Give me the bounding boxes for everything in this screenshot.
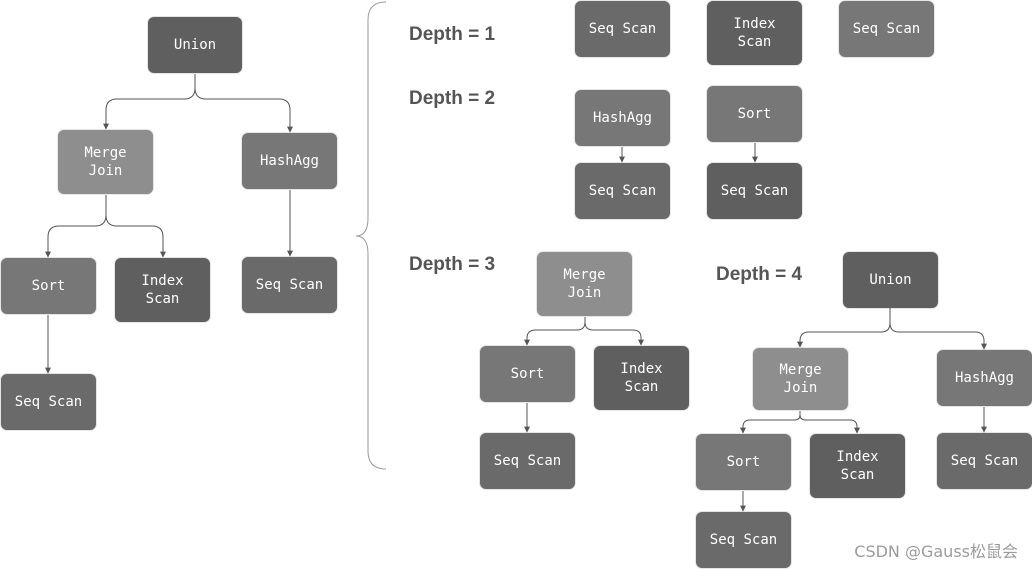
d2-hashagg-seq-scan: Seq Scan [575, 163, 670, 219]
d4-hashagg: HashAgg [937, 350, 1032, 406]
depth-3-label: Depth = 3 [409, 254, 496, 275]
edge-d4-merge-join-to-index-scan [799, 414, 860, 434]
d4-merge-join: Merge Join [753, 348, 848, 410]
node-hashagg-seq-scan: Seq Scan [242, 257, 337, 313]
d1-index-scan: Index Scan [707, 1, 802, 65]
edge-d4-union-to-hashagg [889, 322, 987, 350]
d4-union: Union [843, 252, 938, 308]
node-index-scan: Index Scan [115, 258, 210, 322]
node-merge-join: Merge Join [58, 130, 153, 194]
d4-index-scan: Index Scan [810, 434, 905, 498]
edge-d4-merge-join-to-sort [740, 411, 801, 434]
depth-2-label: Depth = 2 [409, 88, 496, 109]
d3-sort: Sort [480, 346, 575, 402]
edge-union-to-merge-join [103, 74, 196, 130]
d2-hashagg: HashAgg [575, 90, 670, 146]
d2-sort-seq-scan: Seq Scan [707, 163, 802, 219]
watermark: CSDN @Gauss松鼠会 [854, 542, 1018, 561]
edge-union-to-hashagg [194, 87, 293, 133]
d4-sort: Sort [696, 434, 791, 490]
d4-hashagg-seq-scan: Seq Scan [937, 433, 1032, 489]
d4-sort-seq-scan: Seq Scan [696, 512, 791, 568]
edge-d4-union-to-merge-join [797, 308, 891, 348]
node-union: Union [148, 17, 242, 73]
d3-sort-seq-scan: Seq Scan [480, 433, 575, 489]
d1-seq-scan-a: Seq Scan [575, 1, 670, 57]
edge-d3-merge-join-to-index-scan [584, 321, 644, 346]
depth-brace [355, 1, 387, 470]
edge-d3-merge-join-to-sort [524, 317, 586, 346]
d2-sort: Sort [707, 86, 802, 142]
d3-index-scan: Index Scan [594, 346, 689, 410]
node-hashagg: HashAgg [242, 133, 337, 189]
d3-merge-join: Merge Join [537, 252, 632, 316]
depth-4-label: Depth = 4 [716, 264, 803, 285]
d1-seq-scan-b: Seq Scan [839, 1, 934, 57]
node-sort-seq-scan: Seq Scan [1, 374, 96, 430]
depth-1-label: Depth = 1 [409, 24, 496, 45]
edge-merge-join-to-index-scan [105, 214, 166, 258]
node-sort: Sort [1, 258, 96, 314]
edge-merge-join-to-sort [45, 195, 107, 258]
